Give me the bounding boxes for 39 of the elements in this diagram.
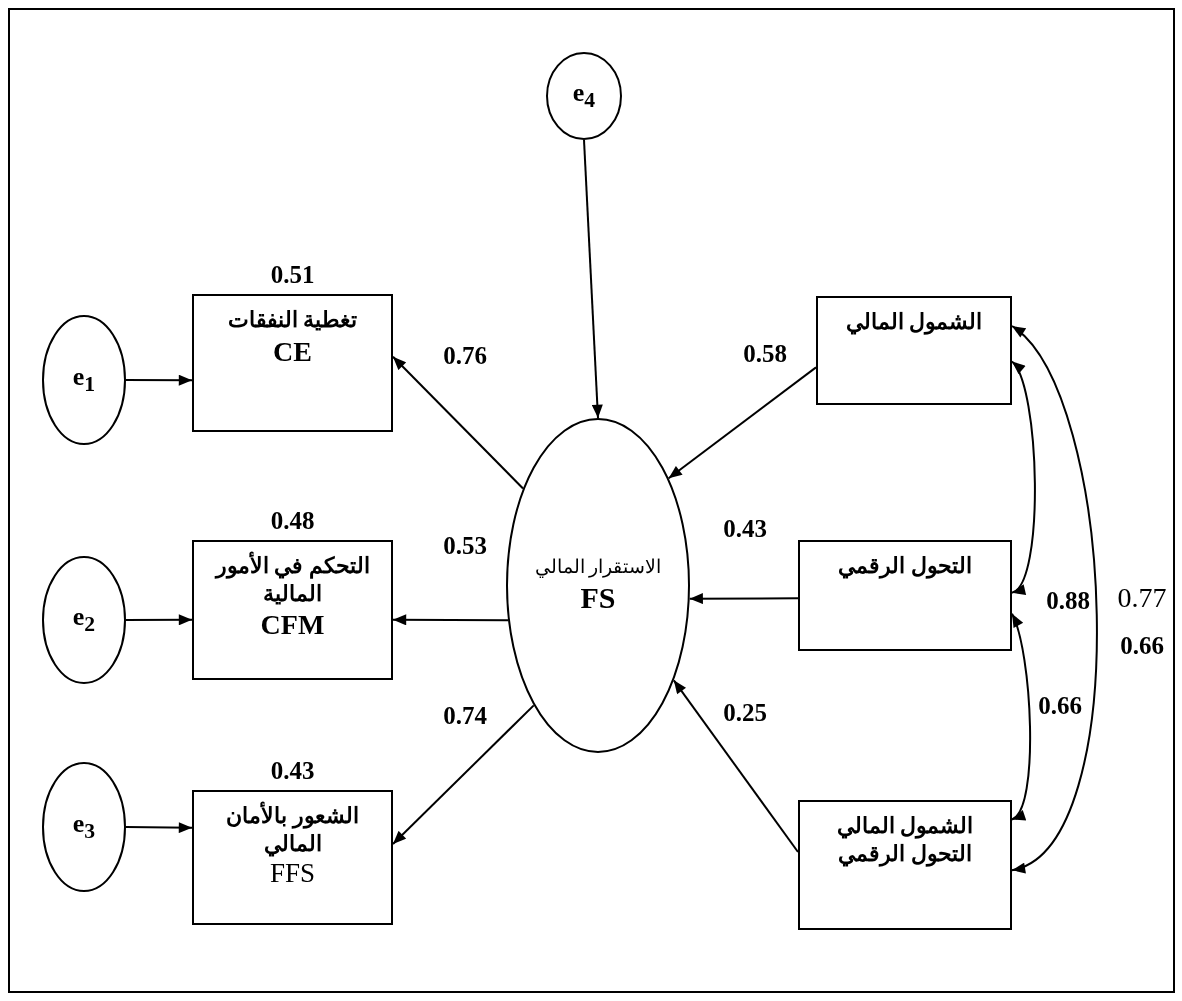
observed-variable-box [192,294,393,432]
variable-label: e$_{1}$ [72,361,96,399]
variable-label: تغطية النفقات [227,306,358,334]
double-headed-arrow [1011,612,1031,821]
variable-label: e$_{3}$ [72,808,96,846]
arrow [125,614,193,626]
variable-label: التحكم في الأمور المالية [213,552,371,607]
arrow [667,366,817,480]
variable-label: CFM [260,608,325,642]
arrow [392,355,524,490]
arrow [672,679,799,853]
observed-variable-box [798,800,1012,930]
variable-label: e$_{4}$ [572,77,596,115]
latent-variable-ellipse [506,418,690,753]
error-term-circle [42,762,126,892]
arrow [125,374,193,386]
observed-variable-box [798,540,1012,651]
variable-label: FFS [269,857,316,890]
error-term-circle [42,315,126,445]
error-term-circle [42,556,126,684]
observed-variable-box [192,540,393,680]
double-headed-arrow [1011,325,1098,872]
variable-label: الشمول المالي [845,308,983,336]
observed-variable-box [192,790,393,925]
variable-label: الشعور بالأمان المالي [225,802,360,857]
variable-label: الشمول المالي التحول الرقمي [835,812,975,867]
variable-label: CE [273,334,312,369]
variable-label: e$_{2}$ [72,601,96,639]
error-term-circle [546,52,622,140]
arrow [392,704,535,845]
variable-label: التحول الرقمي [838,552,972,580]
arrow [392,614,509,626]
variable-label: FS [580,579,616,616]
arrow [125,822,193,834]
arrow [583,139,603,419]
observed-variable-box [816,296,1012,405]
double-headed-arrow [1011,360,1036,594]
variable-label: الاستقرار المالي [534,554,662,579]
arrow [688,593,799,605]
